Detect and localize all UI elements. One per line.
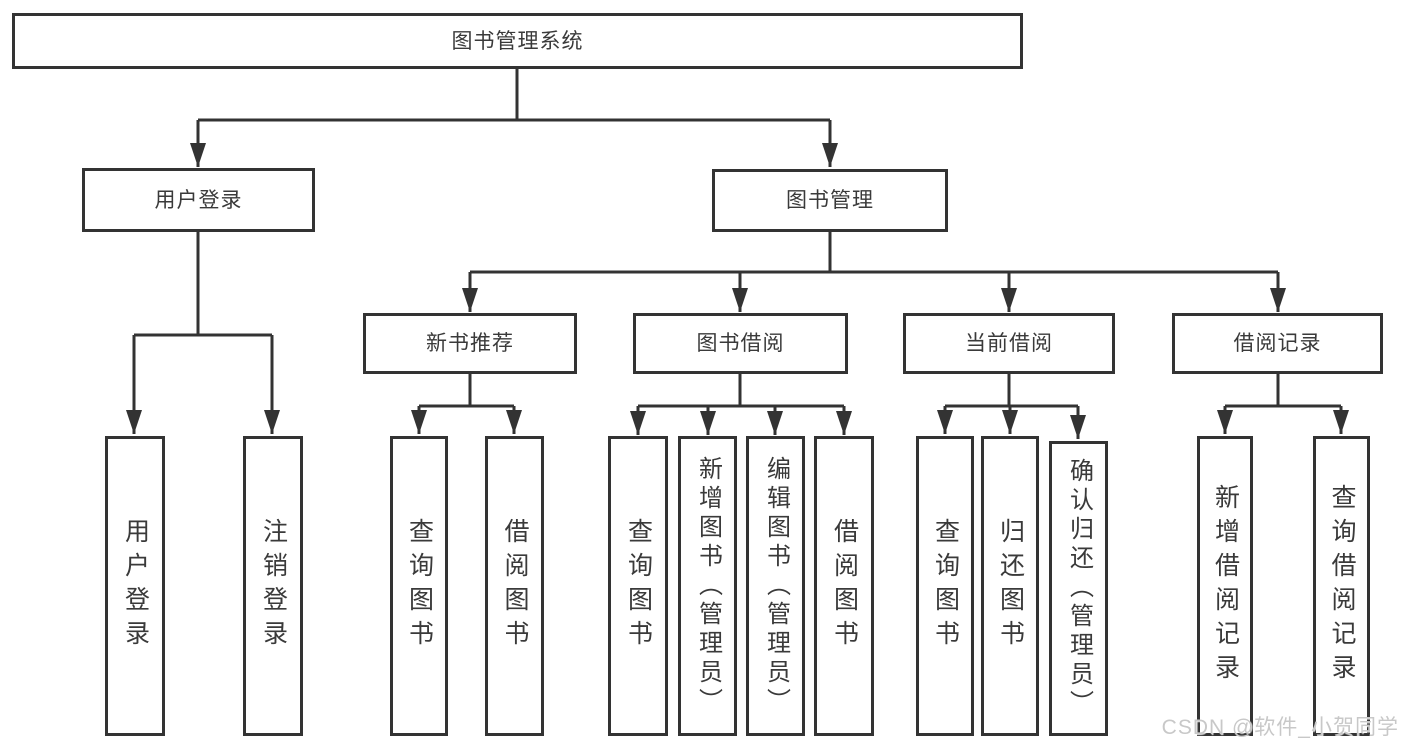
arrow-down-icon <box>732 288 748 312</box>
leaf-records-query-record: 查询借阅记录 <box>1313 436 1370 736</box>
arrow-down-icon <box>1217 410 1233 434</box>
leaf-current-query-books: 查询图书 <box>916 436 974 736</box>
node-label: 借阅图书 <box>501 518 529 654</box>
node-book-borrowing: 图书借阅 <box>633 313 848 374</box>
leaf-recommend-query-books: 查询图书 <box>390 436 448 736</box>
node-label: 用户登录 <box>121 518 150 654</box>
arrow-down-icon <box>264 410 280 434</box>
leaf-borrowing-edit-books-admin: 编辑图书（管理员） <box>746 436 805 736</box>
csdn-watermark: CSDN @软件_小贺同学 <box>1161 716 1399 739</box>
arrow-down-icon <box>462 288 478 312</box>
arrow-down-icon <box>822 143 838 167</box>
arrow-down-icon <box>937 410 953 434</box>
arrow-down-icon <box>767 411 783 435</box>
node-label: 查询图书 <box>624 518 653 654</box>
node-label: 新书推荐 <box>426 332 514 355</box>
node-current-borrowing: 当前借阅 <box>903 313 1115 374</box>
arrow-down-icon <box>700 411 716 435</box>
node-label: 归还图书 <box>996 518 1025 654</box>
leaf-current-return-books: 归还图书 <box>981 436 1039 736</box>
leaf-logout-login: 注销登录 <box>243 436 303 736</box>
node-library-management-system: 图书管理系统 <box>12 13 1023 69</box>
arrow-down-icon <box>1002 410 1018 434</box>
leaf-borrowing-query-books: 查询图书 <box>608 436 668 736</box>
leaf-recommend-borrow-books: 借阅图书 <box>485 436 544 736</box>
node-label: 当前借阅 <box>965 332 1053 355</box>
arrow-down-icon <box>126 410 142 434</box>
arrow-down-icon <box>836 411 852 435</box>
arrow-down-icon <box>630 411 646 435</box>
arrowheads <box>126 143 1349 439</box>
node-book-management-module: 图书管理 <box>712 169 948 232</box>
node-label: 图书借阅 <box>696 332 785 355</box>
node-label: 借阅记录 <box>1233 332 1322 355</box>
node-label: 注销登录 <box>259 518 288 654</box>
leaf-borrowing-add-books-admin: 新增图书（管理员） <box>678 436 737 736</box>
arrow-down-icon <box>1270 288 1286 312</box>
node-label: 用户登录 <box>154 188 243 212</box>
node-label: 编辑图书（管理员） <box>762 455 790 717</box>
leaf-borrowing-borrow-books: 借阅图书 <box>814 436 874 736</box>
node-label: 借阅图书 <box>830 518 859 654</box>
node-user-login-module: 用户登录 <box>82 168 315 232</box>
arrow-down-icon <box>190 143 206 167</box>
node-label: 图书管理 <box>786 189 874 212</box>
leaf-user-login: 用户登录 <box>105 436 165 736</box>
node-label: 新增图书（管理员） <box>694 455 722 717</box>
node-label: 查询图书 <box>931 518 960 654</box>
node-label: 新增借阅记录 <box>1211 484 1240 688</box>
arrow-down-icon <box>1001 288 1017 312</box>
arrow-down-icon <box>411 410 427 434</box>
node-label: 图书管理系统 <box>451 29 584 53</box>
node-label: 确认归还（管理员） <box>1065 458 1093 719</box>
leaf-current-confirm-return-admin: 确认归还（管理员） <box>1049 441 1108 736</box>
node-label: 查询图书 <box>405 518 434 654</box>
node-new-book-recommendation: 新书推荐 <box>363 313 577 374</box>
arrow-down-icon <box>1333 410 1349 434</box>
arrow-down-icon <box>506 410 522 434</box>
tree-edges <box>132 69 1343 439</box>
leaf-records-add-record: 新增借阅记录 <box>1197 436 1253 736</box>
node-label: 查询借阅记录 <box>1328 484 1356 688</box>
node-borrowing-records: 借阅记录 <box>1172 313 1383 374</box>
arrow-down-icon <box>1070 415 1086 439</box>
